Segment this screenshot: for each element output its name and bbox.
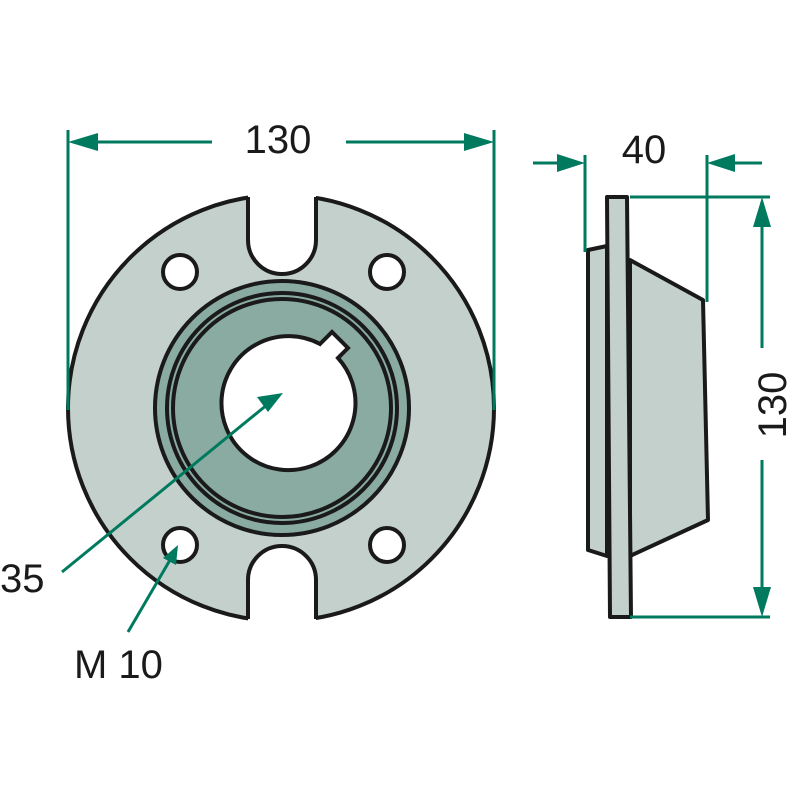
bolt-hole xyxy=(368,253,406,291)
bore-diameter-label: 35 xyxy=(0,557,45,601)
cone-right xyxy=(628,258,710,558)
top-slot-outline xyxy=(246,197,318,276)
bolt-hole xyxy=(161,253,199,291)
dimension-depth-label: 40 xyxy=(622,128,667,172)
arrow-left-icon xyxy=(68,133,98,151)
arrow-left-icon xyxy=(707,154,735,172)
front-view xyxy=(66,193,496,623)
dimension-lines xyxy=(61,130,771,633)
keyed-bore xyxy=(219,329,358,473)
arrow-right-icon xyxy=(557,154,585,172)
dimension-width-label: 130 xyxy=(245,118,312,162)
bearing-ring-inner xyxy=(171,297,393,519)
bottom-slot-outline xyxy=(246,544,318,619)
flange-side xyxy=(605,195,633,619)
arrow-right-icon xyxy=(464,133,494,151)
bearing-ring-inner xyxy=(165,291,399,525)
arrow-head-icon xyxy=(257,393,283,412)
side-view xyxy=(586,195,710,619)
hub-left xyxy=(586,244,609,558)
arrow-up-icon xyxy=(753,197,771,227)
bolt-hole xyxy=(368,526,406,564)
arrow-down-icon xyxy=(753,587,771,617)
bolt-thread-label: M 10 xyxy=(74,643,163,687)
dimension-height-label: 130 xyxy=(751,372,795,439)
arrow-head-icon xyxy=(163,545,178,565)
